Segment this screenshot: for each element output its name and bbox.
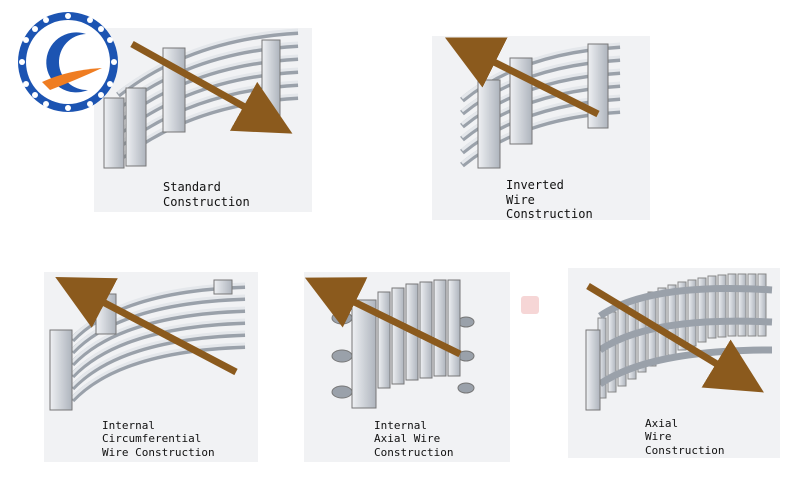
internal-axial-caption: Internal Axial Wire Construction [374,419,454,459]
axial-caption: Axial Wire Construction [645,417,725,457]
standard-construction-illustration [103,28,299,169]
axial-wire-illustration [585,273,773,411]
inverted-wire-illustration [444,37,621,169]
internal-circumferential-illustration [49,276,246,411]
company-logo [16,10,120,114]
standard-caption: Standard Construction [163,180,250,209]
inverted-caption: Inverted Wire Construction [506,178,593,222]
internal-circumferential-caption: Internal Circumferential Wire Constructi… [102,419,215,459]
zoom-icon[interactable] [521,296,539,314]
internal-axial-illustration [304,277,475,409]
